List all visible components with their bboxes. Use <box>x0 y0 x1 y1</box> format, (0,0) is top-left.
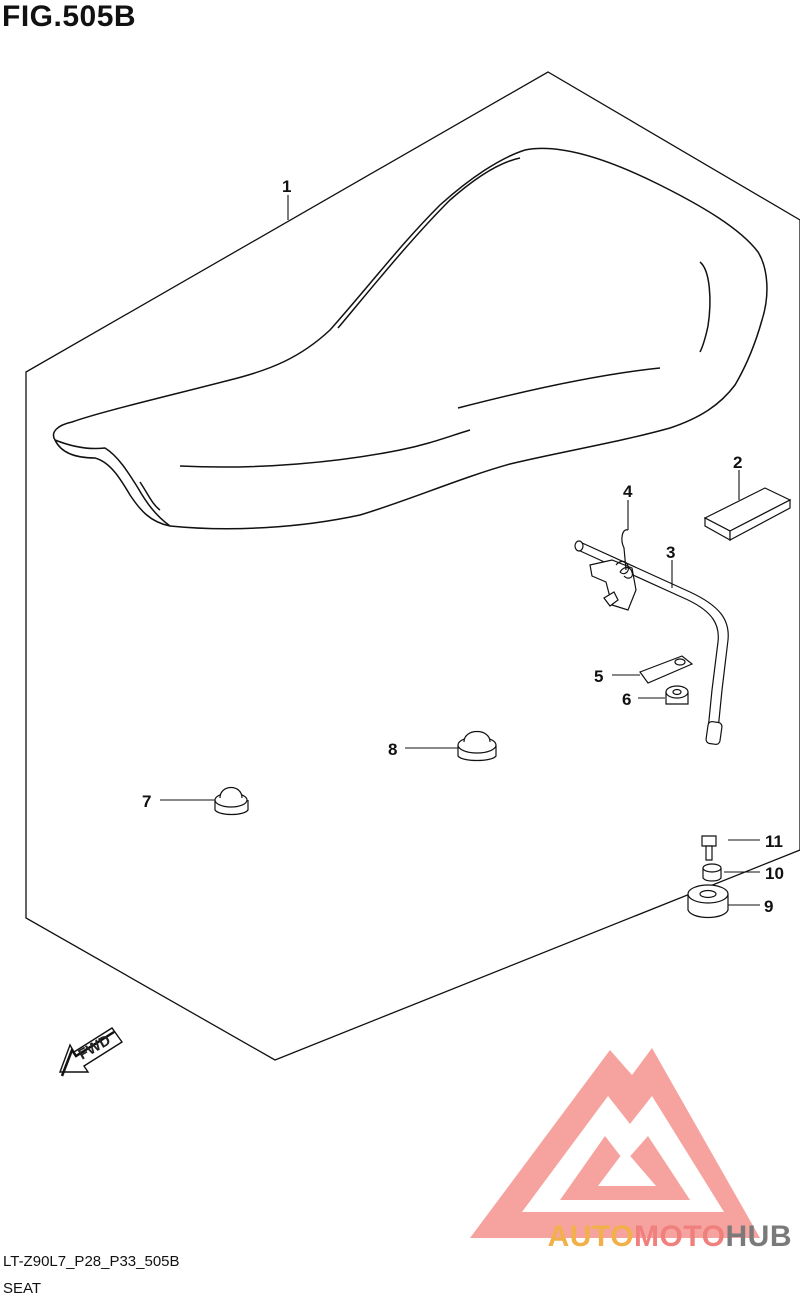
callout-4: 4 <box>623 482 633 501</box>
callout-6: 6 <box>622 690 631 709</box>
section-name: SEAT <box>3 1280 42 1297</box>
part-5-plate <box>639 655 694 684</box>
seat <box>52 147 768 530</box>
part-2-pad <box>703 487 792 542</box>
assembly-outline <box>25 71 800 1061</box>
callout-3: 3 <box>666 543 675 562</box>
watermark-brand: AUTOMOTOHUB <box>548 1220 792 1254</box>
callout-5: 5 <box>594 667 603 686</box>
brand-auto: AUTO <box>547 1220 635 1253</box>
callout-8: 8 <box>388 740 397 759</box>
part-6-nut <box>665 685 689 705</box>
fwd-arrow-icon: FWD <box>58 1027 124 1077</box>
part-9-cushion <box>687 884 729 919</box>
part-7-rubber <box>214 786 249 816</box>
watermark-logo <box>470 1048 760 1238</box>
callout-9: 9 <box>764 897 773 916</box>
callout-7: 7 <box>142 792 151 811</box>
part-11-bolt <box>701 835 717 861</box>
model-code: LT-Z90L7_P28_P33_505B <box>3 1253 180 1270</box>
part-10-collar <box>702 863 722 882</box>
callout-1: 1 <box>282 177 291 196</box>
brand-moto: MOTO <box>634 1220 726 1253</box>
callout-10: 10 <box>765 864 784 883</box>
figure-title: FIG.505B <box>2 0 137 33</box>
brand-hub: HUB <box>725 1220 792 1253</box>
callout-2: 2 <box>733 453 742 472</box>
leader-lines <box>160 195 760 906</box>
callout-labels: 1 2 3 4 5 6 7 8 9 10 11 <box>142 177 784 916</box>
part-4-spring <box>589 529 637 611</box>
callout-11: 11 <box>765 832 783 851</box>
part-8-rubber <box>457 730 497 762</box>
part-3-rod <box>574 540 729 745</box>
